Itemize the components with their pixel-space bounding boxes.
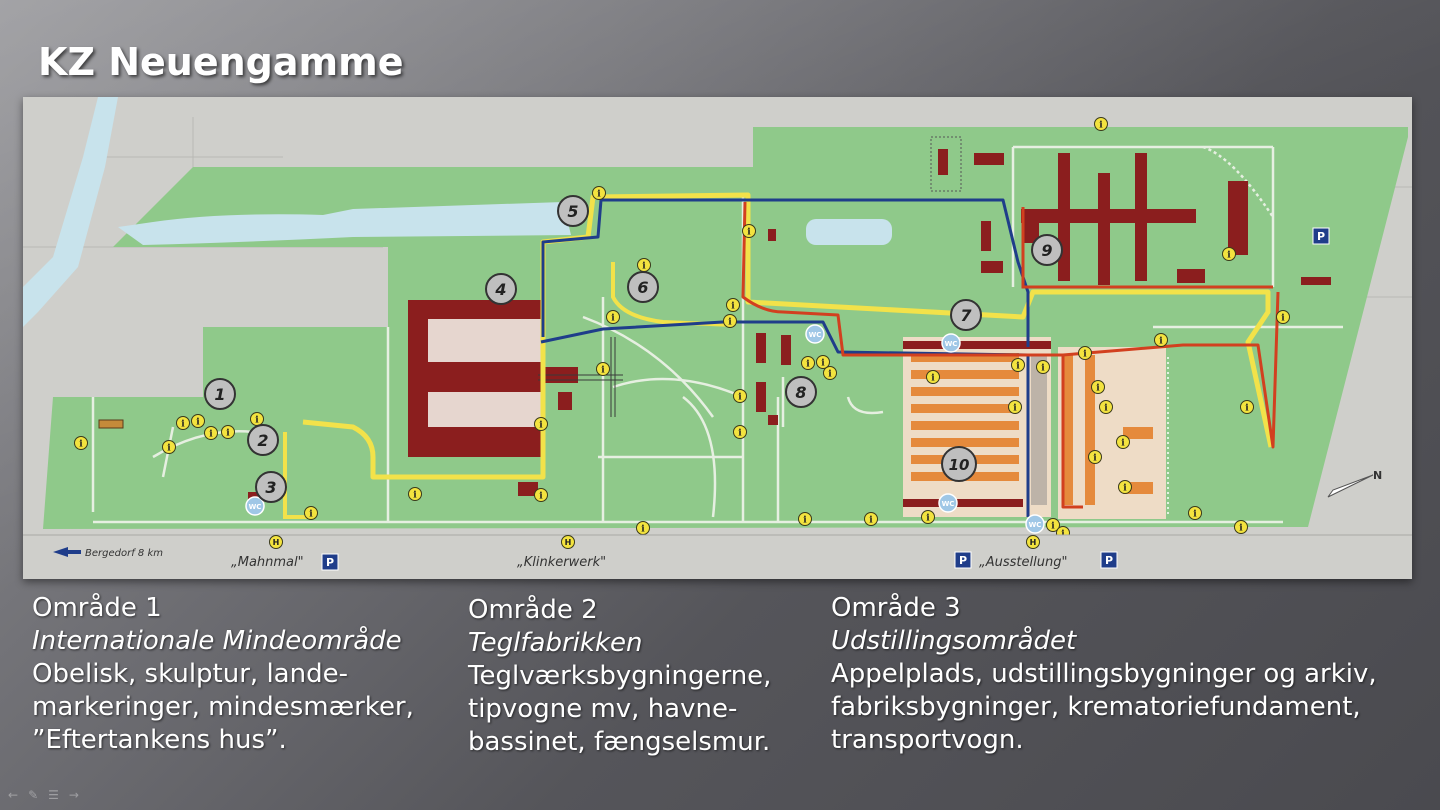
area-1-line-3: ”Eftertankens hus”. [32, 725, 287, 755]
route-yellow-branch [611, 262, 734, 327]
svg-text:10: 10 [949, 456, 970, 474]
svg-text:P: P [326, 556, 334, 569]
parking-east: P [1312, 227, 1330, 245]
marker-10: 10 [941, 446, 977, 482]
area-1-line-2: markeringer, mindesmærker, [32, 692, 414, 722]
marker-2: 2 [247, 424, 279, 456]
harbour-basin [118, 202, 571, 245]
area-3-line-3: transportvogn. [831, 725, 1024, 755]
bus-stops: H H H [269, 535, 1040, 549]
svg-text:9: 9 [1041, 241, 1052, 260]
area-2-description: Område 2 Teglfabrikken Teglværksbygninge… [468, 594, 771, 759]
svg-text:4: 4 [494, 280, 506, 299]
site-map-svg: i [23, 97, 1412, 579]
area-1-heading: Område 1 [32, 593, 162, 623]
route-red [741, 201, 1083, 509]
marker-1: 1 [204, 378, 236, 410]
area-3-description: Område 3 Udstillingsområdet Appelplads, … [831, 592, 1377, 757]
menu-icon[interactable]: ☰ [48, 788, 59, 802]
svg-text:6: 6 [637, 278, 648, 297]
prev-slide-icon[interactable]: ← [8, 788, 19, 802]
marker-9: 9 [1031, 234, 1063, 266]
area-3-line-2: fabriksbygninger, krematoriefundament, [831, 692, 1361, 722]
area-1-line-1: Obelisk, skulptur, lande- [32, 659, 348, 689]
river [23, 97, 118, 327]
pond [806, 219, 892, 245]
wc-label-5: WC [1029, 521, 1042, 529]
marker-8: 8 [785, 376, 817, 408]
label-bergedorf: Bergedorf 8 km [85, 548, 163, 559]
marker-5: 5 [557, 195, 589, 227]
svg-text:N: N [1373, 469, 1382, 482]
memorial-yard [930, 136, 962, 192]
area-2-line-3: bassinet, fængselsmur. [468, 727, 771, 757]
next-slide-icon[interactable]: → [68, 788, 79, 802]
wc-label-2: WC [809, 331, 822, 339]
area-3-line-1: Appelplads, udstillingsbygninger og arki… [831, 659, 1377, 689]
svg-text:H: H [1030, 538, 1037, 547]
route-red-east [1062, 291, 1280, 449]
parking-mahnmal: P [321, 553, 339, 571]
area-2-line-2: tipvogne mv, havne- [468, 694, 738, 724]
prisoner-barracks [1021, 153, 1196, 285]
svg-text:1: 1 [214, 385, 225, 404]
svg-text:P: P [959, 554, 967, 567]
slide-nav: ← ✎ ☰ → [8, 788, 79, 802]
marker-7: 7 [950, 299, 982, 331]
svg-text:P: P [1105, 554, 1113, 567]
svg-text:5: 5 [567, 202, 578, 221]
svg-text:H: H [565, 538, 572, 547]
marker-6: 6 [627, 271, 659, 303]
svg-text:P: P [1317, 230, 1325, 243]
label-ausstellung: „Ausstellung" [979, 555, 1067, 570]
svg-text:3: 3 [265, 478, 276, 497]
svg-text:8: 8 [795, 383, 806, 402]
marker-4: 4 [485, 273, 517, 305]
svg-text:2: 2 [257, 431, 268, 450]
route-red-north [1021, 207, 1273, 289]
svg-text:H: H [273, 538, 280, 547]
wc-label-3: WC [945, 340, 958, 348]
small-buildings [98, 149, 1331, 506]
parking-ausstellung-1: P [954, 551, 972, 569]
wc-label-1: WC [249, 503, 262, 511]
brickworks-tracks [538, 337, 623, 417]
bergedorf-sign: Bergedorf 8 km [53, 547, 163, 559]
area-3-heading: Område 3 [831, 593, 961, 623]
factory-hall [1031, 355, 1047, 505]
parking-ausstellung-2: P [1100, 551, 1118, 569]
route-yellow [302, 192, 1274, 480]
area-1-subtitle: Internationale Mindeområde [32, 626, 402, 656]
area-2-heading: Område 2 [468, 595, 598, 625]
paths [91, 145, 1343, 524]
route-yellow-area1 [283, 432, 313, 519]
brickworks-wings [428, 362, 578, 392]
marker-3: 3 [255, 471, 287, 503]
label-klinkerwerk: „Klinkerwerk" [517, 555, 606, 570]
bottom-road [23, 535, 1412, 579]
pen-icon[interactable]: ✎ [28, 788, 39, 802]
area-2-subtitle: Teglfabrikken [468, 628, 643, 658]
svg-text:7: 7 [960, 306, 972, 325]
label-mahnmal: „Mahnmal" [231, 555, 304, 570]
site-map: i [23, 97, 1412, 579]
square-edge-buildings [903, 341, 1051, 507]
slide-title: KZ Neuengamme [38, 40, 404, 84]
area-1-ground [53, 397, 253, 527]
area-2-line-1: Teglværksbygningerne, [468, 661, 772, 691]
wc-label-4: WC [942, 500, 955, 508]
area-1-description: Område 1 Internationale Mindeområde Obel… [32, 592, 414, 757]
brickworks-inner [428, 319, 543, 427]
area-3-subtitle: Udstillingsområdet [831, 626, 1077, 656]
wc-markers: WC WC WC WC WC [245, 324, 1045, 534]
north-arrow-icon: N [1327, 469, 1382, 498]
